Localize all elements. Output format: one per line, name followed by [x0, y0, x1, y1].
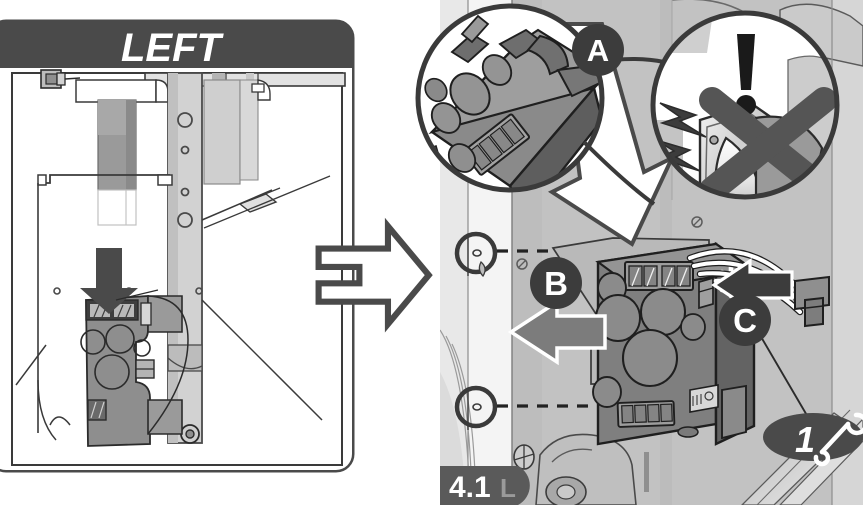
callout-c: C	[719, 294, 771, 346]
step-badge-suffix: L	[500, 473, 516, 503]
left-panel-title: LEFT	[121, 26, 225, 70]
screw-marks	[513, 216, 703, 470]
left-panel-scene	[0, 68, 352, 470]
tool-badge: 1	[763, 412, 863, 467]
wrench-icon	[813, 412, 863, 467]
removal-arrow-b	[507, 298, 607, 366]
warning-inset	[650, 10, 840, 200]
small-connector	[40, 69, 81, 89]
cable-connector	[794, 275, 830, 328]
left-panel: LEFT	[0, 19, 355, 473]
callout-c-leader	[756, 329, 813, 425]
callout-b-label: B	[544, 265, 568, 302]
electric-shock-icon	[655, 102, 707, 172]
callout-b: B	[530, 257, 582, 309]
alignment-marker-lower	[454, 385, 616, 430]
tool-badge-number: 1	[795, 419, 815, 460]
left-panel-module	[80, 295, 189, 447]
transition-arrow	[315, 217, 433, 333]
callout-c-label: C	[733, 302, 757, 339]
callout-a-label: A	[587, 33, 609, 68]
callout-a: A	[572, 24, 624, 76]
install-arrow-left	[80, 248, 138, 314]
step-badge: 4.1 L	[440, 466, 530, 505]
left-panel-header	[0, 22, 352, 68]
step-badge-number: 4.1	[449, 471, 491, 504]
